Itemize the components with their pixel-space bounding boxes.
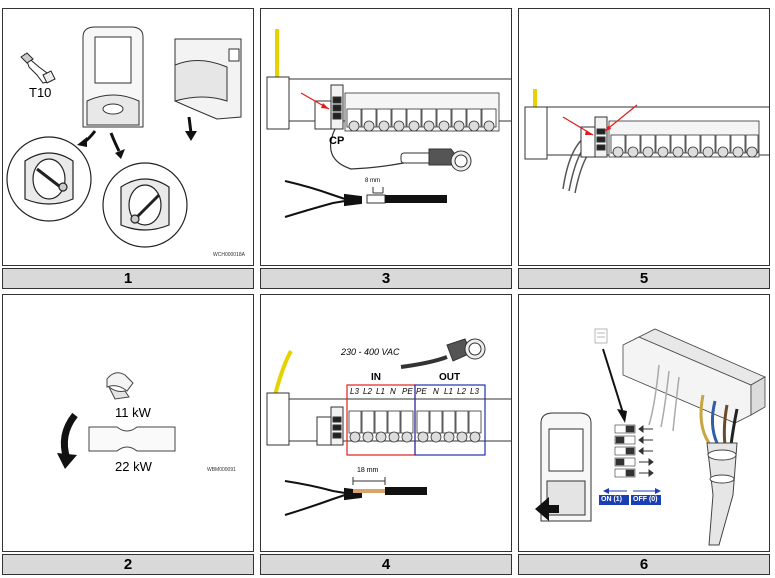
panel-number-label: 5 — [518, 268, 770, 289]
figure-code: WCH000018A — [213, 252, 245, 258]
detail-magnifier-left — [6, 136, 92, 222]
panel-5: 5 — [518, 8, 770, 289]
power-terminal-row — [608, 120, 760, 158]
charging-plug-icon — [400, 338, 486, 369]
wallbox-front — [82, 26, 144, 128]
power-setting-diagram — [57, 372, 176, 469]
wire-black — [729, 408, 739, 446]
wire-blue — [710, 400, 719, 444]
in-terminal-label: PE — [402, 387, 413, 396]
panel-2: 11 kW 22 kW WBM000091 2 — [2, 294, 254, 575]
control-terminal-block — [314, 84, 344, 130]
in-terminal-label: L2 — [363, 387, 372, 396]
strip-length-label: 18 mm — [357, 467, 379, 474]
out-terminal-label: N — [433, 387, 439, 396]
wire-stripper-icon — [284, 180, 362, 218]
out-terminal-label: L2 — [457, 387, 466, 396]
tool-label: T10 — [29, 85, 52, 100]
panel-number-label: 6 — [518, 554, 770, 575]
panel-2-illustration: 11 kW 22 kW WBM000091 — [2, 294, 254, 552]
pointer-arrow-icon — [535, 497, 559, 521]
wallbox-side — [174, 38, 242, 120]
cp-wiring-diagram — [266, 29, 511, 218]
panel-number-label: 2 — [2, 554, 254, 575]
power-terminal-row — [344, 92, 500, 132]
in-label: IN — [371, 372, 381, 383]
cp-label: CP — [329, 135, 345, 147]
panel-number-label: 1 — [2, 268, 254, 289]
stripped-wire — [385, 195, 447, 203]
control-wiring-diagram — [524, 89, 769, 194]
bridge-part-icon — [106, 372, 134, 400]
panel-1: T10 WCH000018A 1 — [2, 8, 254, 289]
yellow-cable — [273, 350, 293, 396]
out-label: OUT — [439, 372, 461, 383]
power-terminal-row — [348, 410, 482, 443]
power-cable — [706, 442, 738, 546]
panel-6-illustration: ON (1) OFF (0) — [518, 294, 770, 552]
panel-4-illustration: 230 - 400 VAC IN OUT L3 L2 L1 N PE PE N … — [260, 294, 512, 552]
charging-plug-icon — [400, 148, 472, 172]
power-bottom-label: 22 kW — [115, 459, 152, 474]
wire-yellow — [699, 394, 711, 444]
control-terminal-block — [316, 406, 344, 446]
cable-gland — [266, 392, 290, 446]
off-badge — [631, 495, 661, 505]
off-label: OFF (0) — [633, 496, 658, 503]
power-wiring-diagram — [266, 338, 511, 516]
jumper-plate — [88, 426, 176, 452]
out-terminal-label: L3 — [470, 387, 479, 396]
panel-1-illustration: T10 WCH000018A — [2, 8, 254, 266]
in-terminal-label: L1 — [376, 387, 385, 396]
in-terminal-label: L3 — [350, 387, 359, 396]
out-terminal-group — [414, 384, 486, 456]
yellow-cable — [533, 89, 537, 109]
in-terminal-label: N — [390, 387, 396, 396]
cover-removal-diagram — [6, 26, 242, 248]
panel-3: CP 8 mm 3 — [260, 8, 512, 289]
wire-brown — [722, 404, 729, 446]
torx-screwdriver-icon — [20, 52, 56, 84]
figure-code: WBM000091 — [207, 467, 236, 473]
panel-5-illustration — [518, 8, 770, 266]
terminal-block-3d — [622, 328, 766, 424]
detail-magnifier-right — [102, 162, 188, 248]
on-label: ON (1) — [601, 496, 622, 503]
insulated-wire — [385, 487, 427, 495]
on-badge — [599, 495, 629, 505]
stripped-copper — [353, 489, 385, 493]
power-top-label: 11 kW — [115, 405, 151, 420]
dip-switch-block — [614, 424, 636, 478]
panel-3-illustration: CP 8 mm — [260, 8, 512, 266]
cable-gland — [266, 76, 290, 130]
yellow-cable — [275, 29, 279, 79]
wallbox-front — [540, 412, 592, 522]
panel-number-label: 3 — [260, 268, 512, 289]
voltage-label: 230 - 400 VAC — [341, 347, 400, 357]
ferrule — [366, 194, 386, 204]
panel-4: 230 - 400 VAC IN OUT L3 L2 L1 N PE PE N … — [260, 294, 512, 575]
wire-stripper-icon — [284, 480, 362, 516]
cable-gland — [524, 106, 548, 160]
strip-length-label: 8 mm — [365, 178, 380, 184]
control-terminal-block — [580, 116, 608, 158]
out-terminal-label: PE — [416, 387, 427, 396]
dip-switch-diagram — [535, 328, 766, 546]
panel-number-label: 4 — [260, 554, 512, 575]
out-terminal-label: L1 — [444, 387, 453, 396]
panel-6: ON (1) OFF (0) 6 — [518, 294, 770, 575]
rotate-arrow-icon — [57, 412, 78, 469]
